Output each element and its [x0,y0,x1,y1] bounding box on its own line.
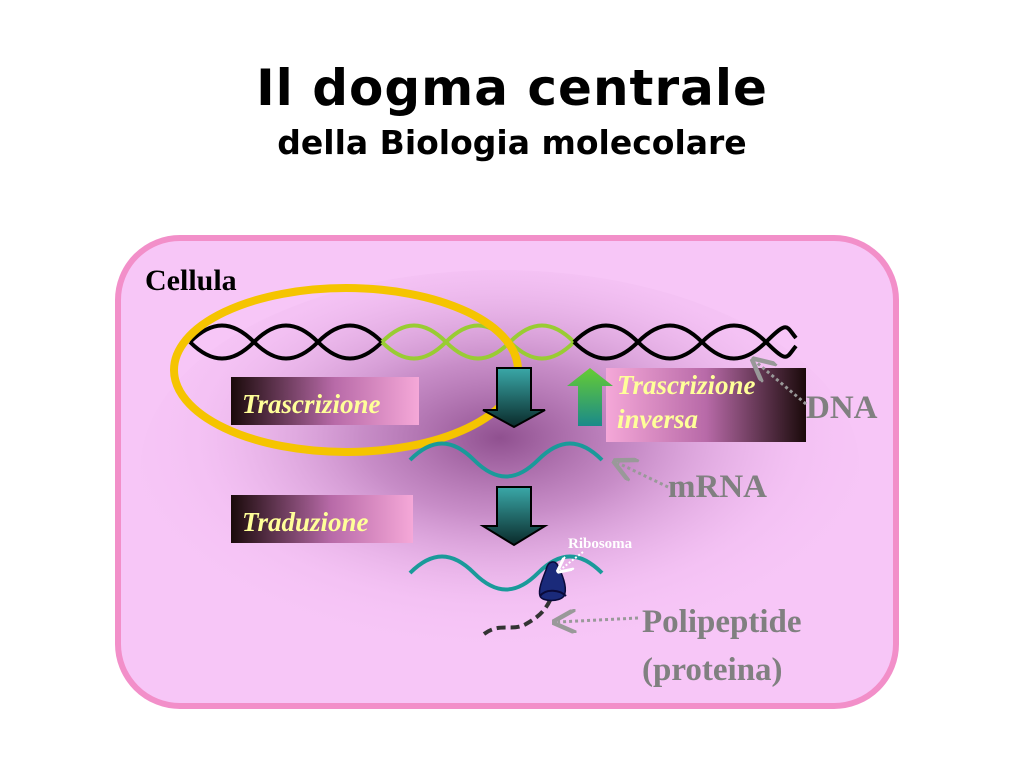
cell-label: Cellula [145,264,237,297]
polypeptide-chain [482,595,554,636]
polypeptide-label-line2: (proteina) [642,652,783,688]
polypeptide-backbone [482,595,554,636]
translation-label: Traduzione [242,507,369,537]
dna-strand-mid-a [380,323,576,361]
up-arrow-icon [567,368,613,426]
dna-helix [188,323,798,361]
down-arrow-icon [482,367,546,429]
polypeptide-label-line1: Polipeptide [642,604,802,640]
mrna-label: mRNA [668,469,767,505]
page-subtitle: della Biologia molecolare [277,123,747,162]
transcription-box [231,377,419,425]
ribosome-label: Ribosoma [568,536,633,552]
ribosome-pointer-arrow [560,551,584,570]
dna-strand-mid-b [380,323,576,361]
dna-label: DNA [806,390,878,426]
translation-box [231,495,413,543]
transcription-label: Trascrizione [242,389,381,419]
dna-strand-left-a [188,323,384,361]
reverse-transcription-label-line1: Trascrizione [617,370,756,400]
dna-strand-right-b [572,323,798,361]
dna-strand-left-b [188,323,384,361]
dna-pointer-arrow [756,362,807,406]
down-arrow-icon [479,486,549,547]
page-title: Il dogma centrale [256,59,768,117]
title-block: Il dogma centrale della Biologia molecol… [0,58,1024,164]
mrna-strand [408,441,604,479]
polypeptide-pointer-arrow [558,618,639,622]
reverse-transcription-label-line2: inversa [617,404,698,434]
